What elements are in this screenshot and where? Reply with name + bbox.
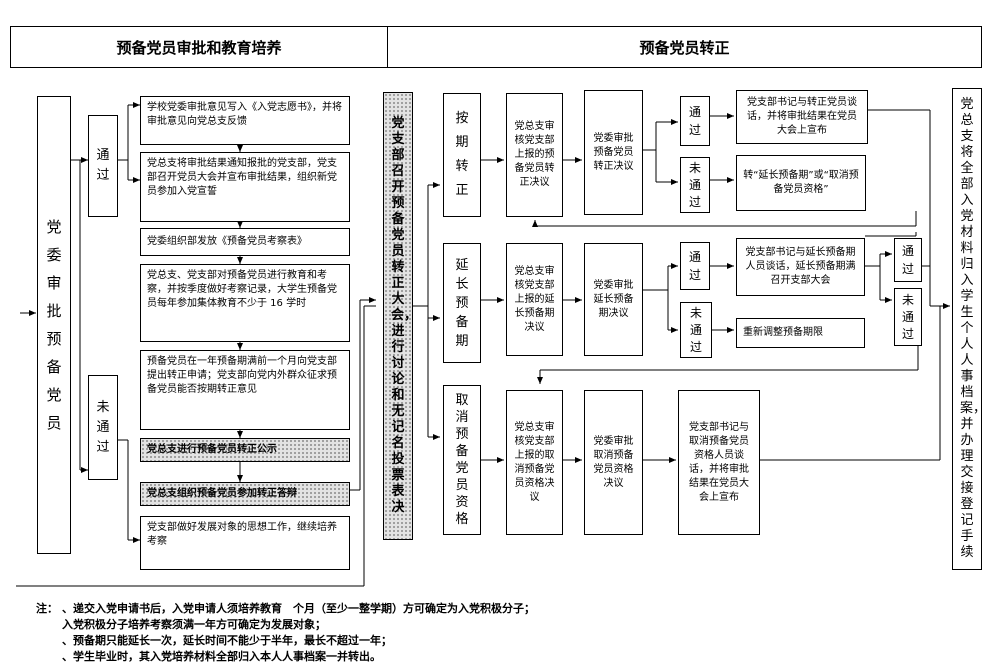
step-2-text: 党总支将审批结果通知报批的党支部，党支部召开党员大会并宣布审批结果，组织新党员参… [147,158,337,197]
row2-branch-review: 党总支审核党支部上报的延长预备期决议 [506,243,563,356]
step-2: 党总支将审批结果通知报批的党支部，党支部召开党员大会并宣布审批结果，组织新党员参… [140,152,350,222]
note-2: 入党积极分子培养考察须满一年方可确定为发展对象； [62,618,326,631]
row2-fail-result: 重新调整预备期限 [736,318,865,348]
archive-text: 党总支将全部入党材料归入学生个人人事档案，并办理交接登记手续 [960,97,987,560]
step-4-text: 党总支、党支部对预备党员进行教育和考察，并按季度做好考察记录，大学生预备党员每年… [147,270,337,309]
archive-box: 党总支将全部入党材料归入学生个人人事档案，并办理交接登记手续 [952,88,987,570]
step-3-text: 党委组织部发放《预备党员考察表》 [147,236,307,247]
step-5: 预备党员在一年预备期满前一个月向党支部提出转正申请；党支部向党内外群众征求预备党… [140,350,350,430]
header-left-title: 预备党员审批和教育培养 [116,38,282,57]
row2-committee-review: 党委审批延长预备期决议 [584,243,643,356]
row2-pass-result: 党支部书记与延长预备期人员谈话，延长预备期满召开支部大会 [736,238,865,296]
fail-step: 党支部做好发展对象的思想工作，继续培养考察 [140,516,350,570]
row1-fail-result: 转“延长预备期”或“取消预备党员资格” [736,155,866,211]
row1-branch-review-text: 党总支审核党支部上报的预备党员转正决议 [514,121,555,188]
header-right: 预备党员转正 [387,26,982,68]
row3-result: 党支部书记与取消预备党员资格人员谈话，并将审批结果在党员大会上宣布 [678,390,760,535]
committee-approval-box: 党委审批预备党员 [37,96,71,554]
row3-result-text: 党支部书记与取消预备党员资格人员谈话，并将审批结果在党员大会上宣布 [689,421,749,503]
branch-meeting-text: 党支部召开预备党员转正大会，进行讨论和无记名投票表决 [391,116,418,515]
row1-fail-box: 未通过 [680,157,710,213]
step-6-text: 党总支进行预备党员转正公示 [147,444,277,455]
row3-branch-review-text: 党总支审核党支部上报的取消预备党员资格决议 [514,421,555,503]
branch-meeting-box: 党支部召开预备党员转正大会，进行讨论和无记名投票表决 [383,92,418,540]
row2-pass2-box: 通过 [894,238,922,282]
row1-fail-label: 未通过 [688,160,701,209]
row1-pass-result: 党支部书记与转正党员谈话，并将审批结果在党员大会上宣布 [736,90,868,144]
step-4: 党总支、党支部对预备党员进行教育和考察，并按季度做好考察记录，大学生预备党员每年… [140,264,350,342]
extend-label: 延长预备期 [455,257,469,349]
note-3: 、预备期只能延长一次，延长时间不能少于半年，最长不超过一年； [62,634,392,647]
step-1: 学校党委审批意见写入《入党志愿书》，并将审批意见向党总支反馈 [140,96,350,145]
row2-fail-label: 未通过 [689,305,702,354]
row2-pass-box: 通过 [680,242,710,290]
notes-label: 注： [36,602,58,615]
row1-pass-box: 通过 [680,96,710,146]
row1-fail-result-text: 转“延长预备期”或“取消预备党员资格” [743,170,859,195]
row1-committee-review: 党委审批预备党员转正决议 [584,90,643,215]
step-7: 党总支组织预备党员参加转正答辩 [140,482,350,506]
fail-step-text: 党支部做好发展对象的思想工作，继续培养考察 [147,522,337,547]
note-4: 、学生毕业时，其入党培养材料全部归入本人人事档案一并转出。 [62,650,381,663]
row2-pass2-label: 通过 [901,244,914,276]
pass-box-left: 通过 [88,115,118,217]
note-1: 、递交入党申请书后，入党申请人须培养教育 个月（至少一整学期）方可确定为入党积极… [62,602,535,615]
row3-branch-review: 党总支审核党支部上报的取消预备党员资格决议 [506,390,563,535]
on-schedule-label: 按期转正 [455,111,469,198]
row2-branch-review-text: 党总支审核党支部上报的延长预备期决议 [514,265,555,333]
step-6: 党总支进行预备党员转正公示 [140,438,350,462]
header-left: 预备党员审批和教育培养 [10,26,388,68]
row2-fail2-label: 未通过 [901,292,914,341]
step-7-text: 党总支组织预备党员参加转正答辩 [147,488,297,499]
step-3: 党委组织部发放《预备党员考察表》 [140,228,350,256]
pass-label-left: 通过 [96,148,110,183]
row2-fail-box: 未通过 [680,302,712,358]
committee-approval-text: 党委审批预备党员 [46,218,62,432]
row1-branch-review: 党总支审核党支部上报的预备党员转正决议 [506,93,563,217]
extend-box: 延长预备期 [443,243,481,363]
header-right-title: 预备党员转正 [639,38,730,57]
row3-committee-review: 党委审批取消预备党员资格决议 [584,390,643,535]
row2-committee-review-text: 党委审批延长预备期决议 [593,279,634,319]
fail-label-left: 未通过 [96,399,110,455]
step-1-text: 学校党委审批意见写入《入党志愿书》，并将审批意见向党总支反馈 [147,102,342,127]
row2-pass-result-text: 党支部书记与延长预备期人员谈话，延长预备期满召开支部大会 [745,247,856,286]
row1-committee-review-text: 党委审批预备党员转正决议 [593,132,634,172]
cancel-box: 取消预备党员资格 [443,385,481,535]
row3-committee-review-text: 党委审批取消预备党员资格决议 [593,435,634,489]
row2-pass-label: 通过 [688,250,701,282]
row2-fail2-box: 未通过 [894,288,922,346]
row1-pass-label: 通过 [688,105,701,137]
cancel-label: 取消预备党员资格 [455,393,469,527]
row1-pass-result-text: 党支部书记与转正党员谈话，并将审批结果在党员大会上宣布 [747,97,857,136]
row2-fail-result-text: 重新调整预备期限 [743,327,823,338]
on-schedule-box: 按期转正 [443,93,481,217]
step-5-text: 预备党员在一年预备期满前一个月向党支部提出转正申请；党支部向党内外群众征求预备党… [147,356,337,395]
fail-box-left: 未通过 [88,375,118,480]
